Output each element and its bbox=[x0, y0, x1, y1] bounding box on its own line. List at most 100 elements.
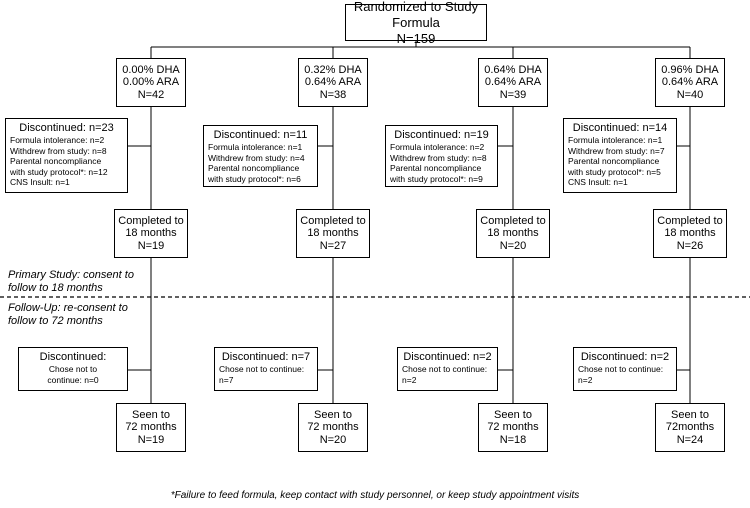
discontinued-item: Parental noncompliance bbox=[568, 156, 660, 166]
primary-study-label: Primary Study: consent to follow to 18 m… bbox=[8, 269, 134, 295]
seen-months: 72 months bbox=[487, 421, 539, 434]
seen-n: N=18 bbox=[499, 433, 527, 446]
arm-box-2: 0.32% DHA 0.64% ARA N=38 bbox=[298, 58, 368, 107]
arm-n: N=42 bbox=[137, 88, 165, 101]
completed-n: N=20 bbox=[499, 239, 527, 252]
seen-n: N=19 bbox=[137, 433, 165, 446]
seen-label: Seen to bbox=[671, 408, 709, 421]
discontinued-item: continue: n=0 bbox=[47, 374, 99, 385]
root-n: N=159 bbox=[396, 30, 436, 46]
root-box: Randomized to Study Formula N=159 bbox=[345, 0, 487, 46]
discontinued-item: n=7 bbox=[219, 374, 234, 385]
completed-n: N=19 bbox=[137, 239, 165, 252]
discontinued-item: CNS Insult: n=1 bbox=[568, 177, 628, 187]
discontinued-item: Chose not to continue: bbox=[219, 364, 305, 374]
discontinued-item: Formula intolerance: n=2 bbox=[390, 142, 485, 152]
arm-dha: 0.64% DHA bbox=[484, 63, 542, 76]
follow-up-line1: Follow-Up: re-consent to bbox=[8, 302, 128, 314]
discontinued-item: CNS Insult: n=1 bbox=[10, 177, 70, 187]
discontinued-item: with study protocol*: n=5 bbox=[568, 166, 661, 177]
arm-box-1: 0.00% DHA 0.00% ARA N=42 bbox=[116, 58, 186, 107]
discontinued-item: Withdrew from study: n=7 bbox=[568, 145, 665, 156]
seen-box-4: Seen to 72months N=24 bbox=[655, 403, 725, 452]
arm-box-4: 0.96% DHA 0.64% ARA N=40 bbox=[655, 58, 725, 107]
discontinued-item: Parental noncompliance bbox=[10, 156, 102, 166]
arm-dha: 0.96% DHA bbox=[661, 63, 719, 76]
discontinued-head: Discontinued: n=7 bbox=[221, 351, 311, 363]
discontinued-box-4: Discontinued: n=14 Formula intolerance: … bbox=[563, 118, 677, 193]
discontinued-item: Chose not to bbox=[48, 364, 98, 374]
completed-n: N=26 bbox=[676, 239, 704, 252]
discontinued-box-2: Discontinued: n=11 Formula intolerance: … bbox=[203, 125, 318, 187]
discontinued-box-1: Discontinued: n=23 Formula intolerance: … bbox=[5, 118, 128, 193]
footnote: *Failure to feed formula, keep contact w… bbox=[170, 490, 580, 501]
discontinued-head: Discontinued: n=2 bbox=[403, 351, 492, 363]
discontinued-followup-box-2: Discontinued: n=7 Chose not to continue:… bbox=[214, 347, 318, 391]
discontinued-head: Discontinued: n=23 bbox=[19, 122, 114, 134]
seen-label: Seen to bbox=[314, 408, 352, 421]
discontinued-item: Withdrew from study: n=8 bbox=[10, 145, 107, 156]
completed-label: Completed to bbox=[480, 214, 546, 227]
discontinued-followup-box-1: Discontinued: Chose not to continue: n=0 bbox=[18, 347, 128, 391]
completed-box-2: Completed to 18 months N=27 bbox=[296, 209, 370, 258]
seen-label: Seen to bbox=[494, 408, 532, 421]
discontinued-item: Formula intolerance: n=1 bbox=[568, 135, 663, 145]
primary-study-line1: Primary Study: consent to bbox=[8, 269, 134, 281]
seen-n: N=20 bbox=[319, 433, 347, 446]
completed-months: 18 months bbox=[487, 227, 539, 240]
discontinued-followup-box-4: Discontinued: n=2 Chose not to continue:… bbox=[573, 347, 677, 391]
discontinued-head: Discontinued: n=11 bbox=[213, 129, 308, 141]
arm-box-3: 0.64% DHA 0.64% ARA N=39 bbox=[478, 58, 548, 107]
seen-months: 72 months bbox=[125, 421, 177, 434]
completed-box-1: Completed to 18 months N=19 bbox=[114, 209, 188, 258]
discontinued-head: Discontinued: bbox=[39, 351, 107, 363]
discontinued-item: n=2 bbox=[402, 374, 417, 385]
root-title: Randomized to Study Formula bbox=[353, 0, 479, 30]
discontinued-item: Formula intolerance: n=1 bbox=[208, 142, 303, 152]
completed-box-4: Completed to 18 months N=26 bbox=[653, 209, 727, 258]
arm-n: N=39 bbox=[499, 88, 527, 101]
discontinued-head: Discontinued: n=19 bbox=[394, 129, 489, 141]
discontinued-item: Parental noncompliance bbox=[208, 163, 300, 173]
completed-months: 18 months bbox=[125, 227, 177, 240]
completed-months: 18 months bbox=[664, 227, 716, 240]
arm-n: N=40 bbox=[676, 88, 704, 101]
arm-ara: 0.64% ARA bbox=[661, 76, 719, 89]
completed-months: 18 months bbox=[307, 227, 359, 240]
discontinued-item: with study protocol*: n=12 bbox=[10, 166, 108, 177]
completed-label: Completed to bbox=[300, 214, 366, 227]
arm-ara: 0.00% ARA bbox=[122, 76, 180, 89]
discontinued-item: n=2 bbox=[578, 374, 593, 385]
discontinued-item: Withdrew from study: n=8 bbox=[390, 152, 487, 163]
discontinued-item: with study protocol*: n=9 bbox=[390, 173, 483, 184]
discontinued-head: Discontinued: n=2 bbox=[580, 351, 670, 363]
discontinued-item: Chose not to continue: bbox=[402, 364, 488, 374]
follow-up-line2: follow to 72 months bbox=[8, 315, 103, 327]
seen-box-1: Seen to 72 months N=19 bbox=[116, 403, 186, 452]
follow-up-label: Follow-Up: re-consent to follow to 72 mo… bbox=[8, 302, 128, 328]
seen-months: 72months bbox=[665, 421, 715, 434]
discontinued-head: Discontinued: n=14 bbox=[572, 122, 668, 134]
seen-months: 72 months bbox=[307, 421, 359, 434]
arm-dha: 0.32% DHA bbox=[304, 63, 362, 76]
discontinued-item: Formula intolerance: n=2 bbox=[10, 135, 105, 145]
completed-n: N=27 bbox=[319, 239, 347, 252]
arm-dha: 0.00% DHA bbox=[122, 63, 180, 76]
arm-ara: 0.64% ARA bbox=[484, 76, 542, 89]
completed-label: Completed to bbox=[118, 214, 184, 227]
seen-box-3: Seen to 72 months N=18 bbox=[478, 403, 548, 452]
seen-box-2: Seen to 72 months N=20 bbox=[298, 403, 368, 452]
discontinued-item: Parental noncompliance bbox=[390, 163, 482, 173]
discontinued-item: with study protocol*: n=6 bbox=[208, 173, 301, 184]
completed-box-3: Completed to 18 months N=20 bbox=[476, 209, 550, 258]
discontinued-box-3: Discontinued: n=19 Formula intolerance: … bbox=[385, 125, 498, 187]
seen-n: N=24 bbox=[676, 433, 704, 446]
discontinued-item: Chose not to continue: bbox=[578, 364, 664, 374]
completed-label: Completed to bbox=[657, 214, 723, 227]
arm-n: N=38 bbox=[319, 88, 347, 101]
discontinued-item: Withdrew from study: n=4 bbox=[208, 152, 305, 163]
arm-ara: 0.64% ARA bbox=[304, 76, 362, 89]
primary-study-line2: follow to 18 months bbox=[8, 282, 103, 294]
seen-label: Seen to bbox=[132, 408, 170, 421]
